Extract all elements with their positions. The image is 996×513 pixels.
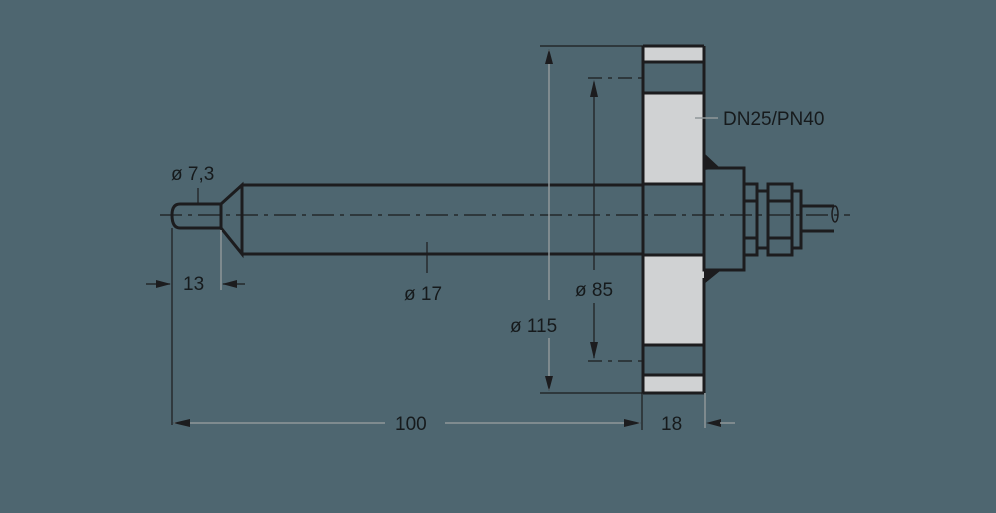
tip-length-label: 13 <box>183 274 204 295</box>
probe-shaft <box>242 183 642 256</box>
connector <box>702 166 839 272</box>
flange <box>641 44 706 395</box>
bolt-circle-diameter-label: ø 85 <box>575 280 613 301</box>
flange-thickness-label: 18 <box>661 414 682 435</box>
weld-upper <box>704 153 720 170</box>
probe-tip <box>170 202 223 230</box>
overall-length-label: 100 <box>395 414 427 435</box>
weld-lower <box>704 269 720 284</box>
shaft-diameter-label: ø 17 <box>404 284 442 305</box>
probe-cone <box>219 181 244 259</box>
flange-diameter-label: ø 115 <box>510 316 557 337</box>
tip-diameter-label: ø 7,3 <box>171 164 214 185</box>
flange-spec-label: DN25/PN40 <box>723 109 824 130</box>
